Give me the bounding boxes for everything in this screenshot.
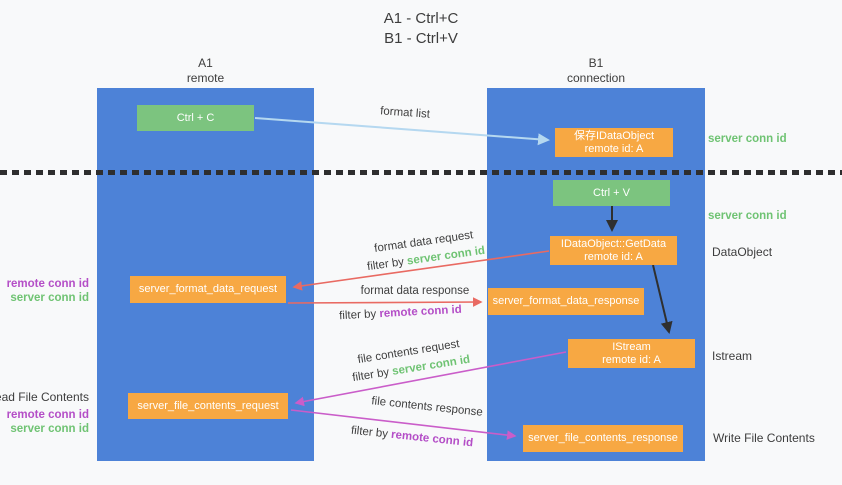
node-ctrl-v: Ctrl + V	[553, 180, 670, 206]
node-save-idataobject: 保存IDataObject remote id: A	[555, 128, 673, 157]
node-istream-remote-id: remote id: A	[602, 354, 661, 366]
node-server-file-contents-response: server_file_contents_response	[523, 425, 683, 452]
side-label-remote-conn-id-top: remote conn id	[6, 278, 89, 290]
dotted-separator-line	[0, 170, 842, 175]
side-label-read-file-contents: Read File Contents	[0, 390, 89, 404]
remote-conn-id-text: remote conn id	[379, 303, 463, 321]
label-filter-by-remote-conn-id-1: filter by remote conn id	[338, 302, 464, 326]
filter-by-text: filter by	[350, 424, 392, 441]
side-label-server-conn-id-left-top: server conn id	[10, 292, 89, 304]
side-label-write-file-contents: Write File Contents	[713, 431, 815, 445]
label-file-contents-request: file contents request filter by server c…	[333, 332, 486, 389]
title-line-2: B1 - Ctrl+V	[384, 30, 458, 47]
node-save-idataobject-remote-id: remote id: A	[584, 143, 644, 155]
remote-conn-id-text: remote conn id	[390, 428, 474, 450]
label-format-data-response: format data response	[360, 285, 470, 297]
lane-a1-role: remote	[186, 71, 225, 85]
lane-header-a1-remote: A1 remote	[97, 56, 314, 86]
label-file-contents-response: file contents response	[370, 395, 484, 419]
side-label-server-conn-id-left-bottom: server conn id	[10, 423, 89, 435]
node-server-file-contents-request: server_file_contents_request	[128, 393, 288, 419]
lane-header-b1-connection: B1 connection	[487, 56, 705, 86]
node-idataobject-getdata: IDataObject::GetData remote id: A	[550, 236, 677, 265]
filter-by-text: filter by	[351, 365, 394, 385]
node-server-format-data-response: server_format_data_response	[488, 288, 644, 315]
filter-by-text: filter by	[366, 255, 408, 274]
lane-b1-role: connection	[566, 71, 626, 85]
node-istream-title: IStream	[612, 341, 651, 353]
side-label-istream: Istream	[712, 349, 753, 363]
node-save-idataobject-title: 保存IDataObject	[573, 130, 655, 142]
side-label-server-conn-id-top: server conn id	[708, 133, 787, 145]
label-filter-by-remote-conn-id-2: filter by remote conn id	[346, 422, 477, 452]
node-getdata-title: IDataObject::GetData	[560, 238, 667, 250]
side-label-remote-conn-id-bottom: remote conn id	[6, 409, 89, 421]
lane-b1-name: B1	[588, 56, 604, 70]
node-getdata-remote-id: remote id: A	[584, 251, 643, 263]
lane-a1-name: A1	[198, 56, 213, 70]
node-server-format-data-request: server_format_data_request	[130, 276, 286, 303]
filter-by-text: filter by	[338, 308, 380, 323]
diagram-title: A1 - Ctrl+C B1 - Ctrl+V	[0, 9, 842, 49]
side-label-server-conn-id-mid: server conn id	[708, 210, 787, 222]
node-ctrl-c: Ctrl + C	[137, 105, 254, 131]
side-label-dataobject: DataObject	[712, 245, 773, 259]
node-istream: IStream remote id: A	[568, 339, 695, 368]
title-line-1: A1 - Ctrl+C	[383, 10, 459, 27]
label-format-list: format list	[379, 105, 431, 121]
label-format-data-request: format data request filter by server con…	[343, 223, 506, 279]
